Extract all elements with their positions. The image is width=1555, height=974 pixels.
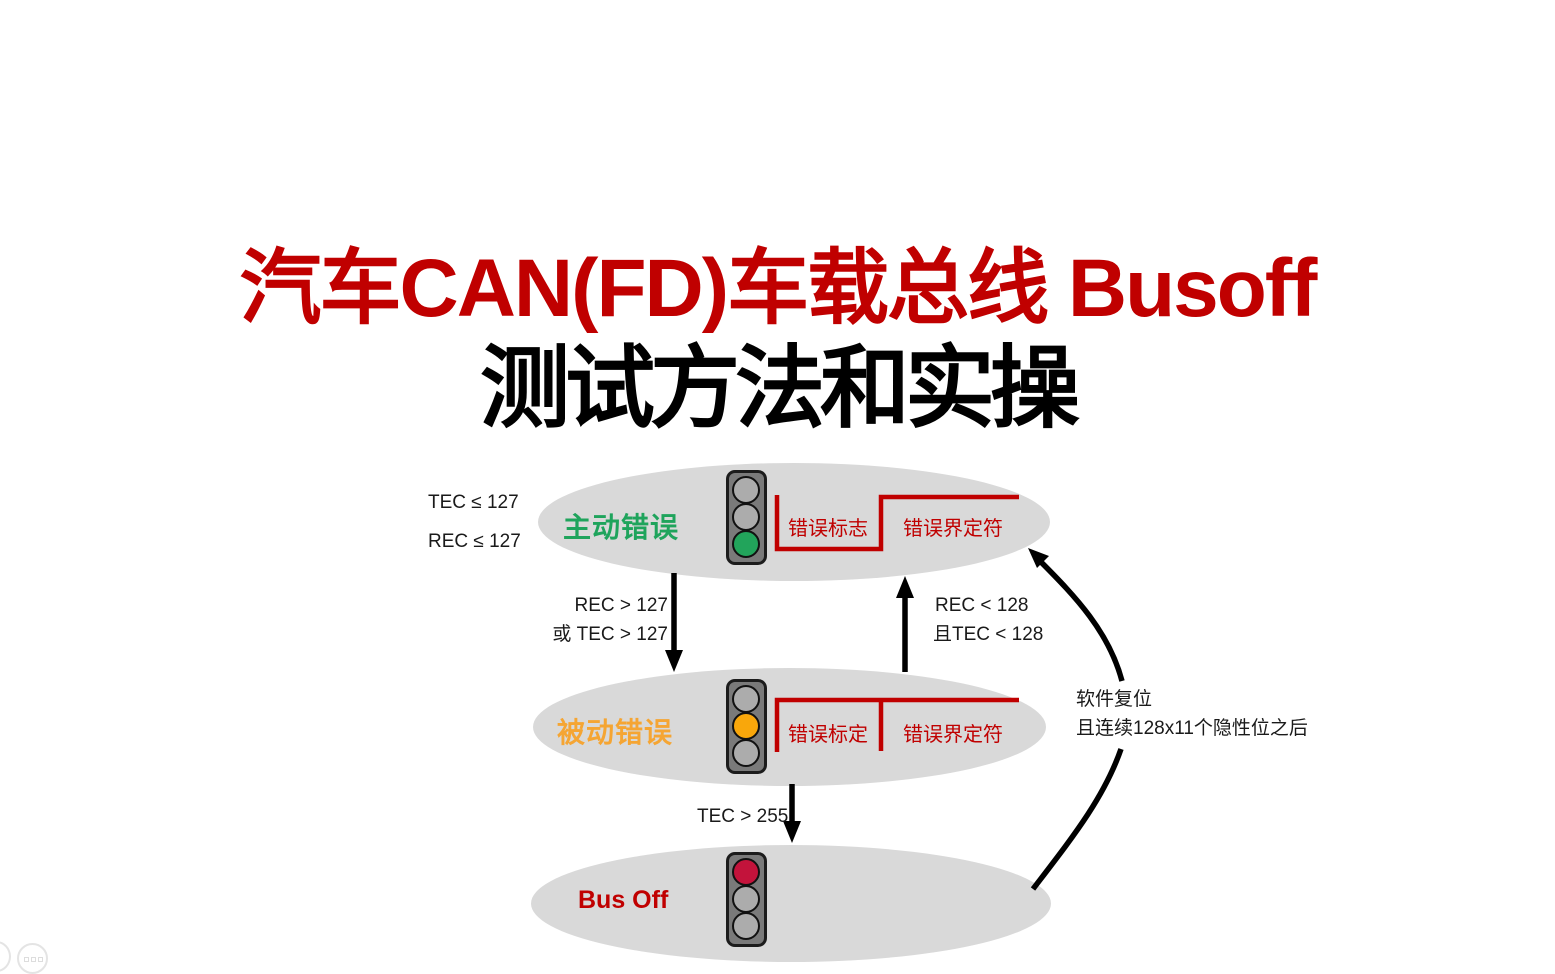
- traffic-light-bus-off-icon: [726, 852, 767, 947]
- title-line-2: 测试方法和实操: [480, 339, 1080, 439]
- condition-tec-gt-255: TEC > 255: [697, 806, 789, 827]
- condition-tec-gt-127: 或 TEC > 127: [552, 623, 668, 645]
- light-green-bottom: [732, 530, 760, 558]
- light-off-bottom: [732, 739, 760, 767]
- condition-tec-le-127: TEC ≤ 127: [428, 492, 519, 513]
- condition-rec-le-127: REC ≤ 127: [428, 530, 521, 552]
- light-off-middle: [732, 885, 760, 913]
- wave-label-error-delimiter-active: 错误界定符: [903, 518, 1003, 540]
- light-off-middle: [732, 503, 760, 531]
- condition-rec-lt-128: REC < 128: [935, 595, 1029, 616]
- traffic-light-passive-error-icon: [726, 679, 767, 774]
- condition-active-entry: TEC ≤ 127 REC ≤ 127: [428, 492, 521, 554]
- partial-circle-icon: [0, 941, 11, 972]
- light-red-top: [732, 858, 760, 886]
- arrowhead-recovery: [1028, 548, 1049, 568]
- arrowhead-active-to-passive: [665, 650, 683, 672]
- arrowhead-passive-to-active: [896, 576, 914, 598]
- state-label-bus-off: Bus Off: [578, 886, 669, 914]
- light-off-top: [732, 685, 760, 713]
- state-label-passive-error: 被动错误: [557, 717, 674, 748]
- condition-passive-to-active: REC < 128 且TEC < 128: [915, 595, 1043, 647]
- wave-label-error-flag-active: 错误标志: [788, 518, 868, 540]
- condition-busoff-recovery: 软件复位 且连续128x11个隐性位之后: [1076, 689, 1308, 741]
- condition-rec-gt-127: REC > 127: [574, 595, 668, 616]
- state-label-active-error: 主动错误: [563, 512, 680, 543]
- bubble-dots: [24, 957, 43, 962]
- condition-recessive-bits: 且连续128x11个隐性位之后: [1076, 717, 1308, 739]
- condition-software-reset: 软件复位: [1076, 689, 1153, 710]
- light-off-bottom: [732, 912, 760, 940]
- light-off-top: [732, 476, 760, 504]
- chat-bubble-dots-icon: [17, 943, 48, 974]
- wave-label-error-flag-passive: 错误标定: [788, 724, 868, 746]
- traffic-light-active-error-icon: [726, 470, 767, 565]
- arrow-recovery-upper: [1038, 559, 1125, 682]
- condition-tec-lt-128: 且TEC < 128: [933, 623, 1044, 645]
- light-amber-middle: [732, 712, 760, 740]
- title-line-1: 汽车CAN(FD)车载总线 Busoff: [239, 243, 1318, 334]
- state-ellipse-bus-off: [531, 845, 1051, 962]
- page-title: 汽车CAN(FD)车载总线 Busoff 测试方法和实操: [0, 243, 1555, 439]
- wave-label-error-delimiter-passive: 错误界定符: [903, 724, 1003, 746]
- arrow-recovery-lower: [1030, 748, 1124, 891]
- condition-active-to-passive: REC > 127 或 TEC > 127: [552, 595, 668, 647]
- condition-passive-to-busoff: TEC > 255: [697, 806, 788, 829]
